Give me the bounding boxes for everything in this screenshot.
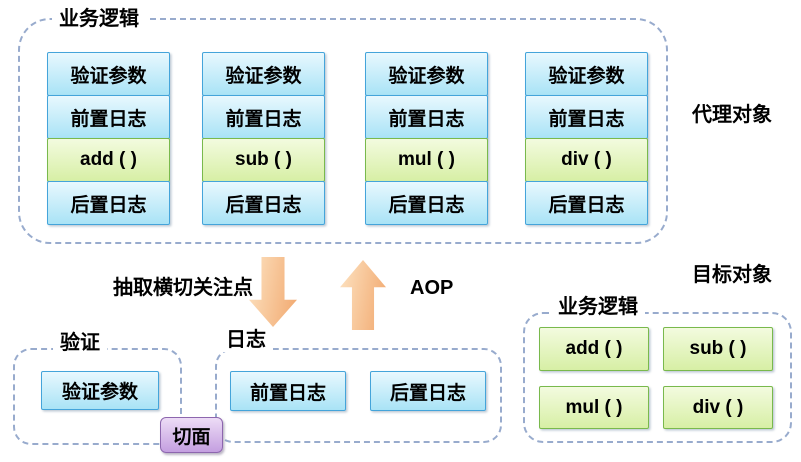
post-log-box: 后置日志 [370,371,486,411]
target-container: 业务逻辑 add ( ) sub ( ) mul ( ) div ( ) [523,295,792,443]
method-stack-sub: 验证参数 前置日志 sub ( ) 后置日志 [202,52,325,225]
target-method-add: add ( ) [539,327,649,371]
method-stack-div: 验证参数 前置日志 div ( ) 后置日志 [525,52,648,225]
up-arrow-icon [340,260,386,330]
validate-params-box: 验证参数 [41,371,159,410]
stack-row: 前置日志 [525,95,648,139]
stack-row: 验证参数 [47,52,170,96]
stack-row: 前置日志 [202,95,325,139]
stack-row-method: sub ( ) [202,138,325,182]
logging-container: 日志 前置日志 后置日志 [215,328,502,443]
stack-row: 后置日志 [365,181,488,225]
stack-row-method: add ( ) [47,138,170,182]
method-stack-mul: 验证参数 前置日志 mul ( ) 后置日志 [365,52,488,225]
proxy-object-label: 代理对象 [692,104,772,126]
stack-row: 前置日志 [365,95,488,139]
validation-container: 验证 验证参数 [13,331,182,445]
down-arrow-icon [249,257,297,327]
proxy-object-container: 业务逻辑 验证参数 前置日志 add ( ) 后置日志 验证参数 前置日志 su… [18,7,668,244]
stack-row: 前置日志 [47,95,170,139]
target-object-label: 目标对象 [692,264,772,286]
target-method-sub: sub ( ) [663,327,773,371]
logging-label: 日志 [219,328,273,352]
target-method-mul: mul ( ) [539,386,649,429]
pre-log-box: 前置日志 [230,371,346,411]
proxy-container-label: 业务逻辑 [52,7,146,31]
target-method-div: div ( ) [663,386,773,429]
stack-row: 后置日志 [525,181,648,225]
stack-row: 后置日志 [202,181,325,225]
stack-row: 验证参数 [365,52,488,96]
stack-row: 验证参数 [202,52,325,96]
aop-label: AOP [410,277,454,299]
stack-row: 验证参数 [525,52,648,96]
stack-row: 后置日志 [47,181,170,225]
method-stack-add: 验证参数 前置日志 add ( ) 后置日志 [47,52,170,225]
target-business-logic-label: 业务逻辑 [551,295,645,319]
stack-row-method: div ( ) [525,138,648,182]
stack-row-method: mul ( ) [365,138,488,182]
validation-label: 验证 [53,331,107,355]
aspect-badge: 切面 [160,417,223,453]
extract-crosscut-label: 抽取横切关注点 [113,277,253,299]
